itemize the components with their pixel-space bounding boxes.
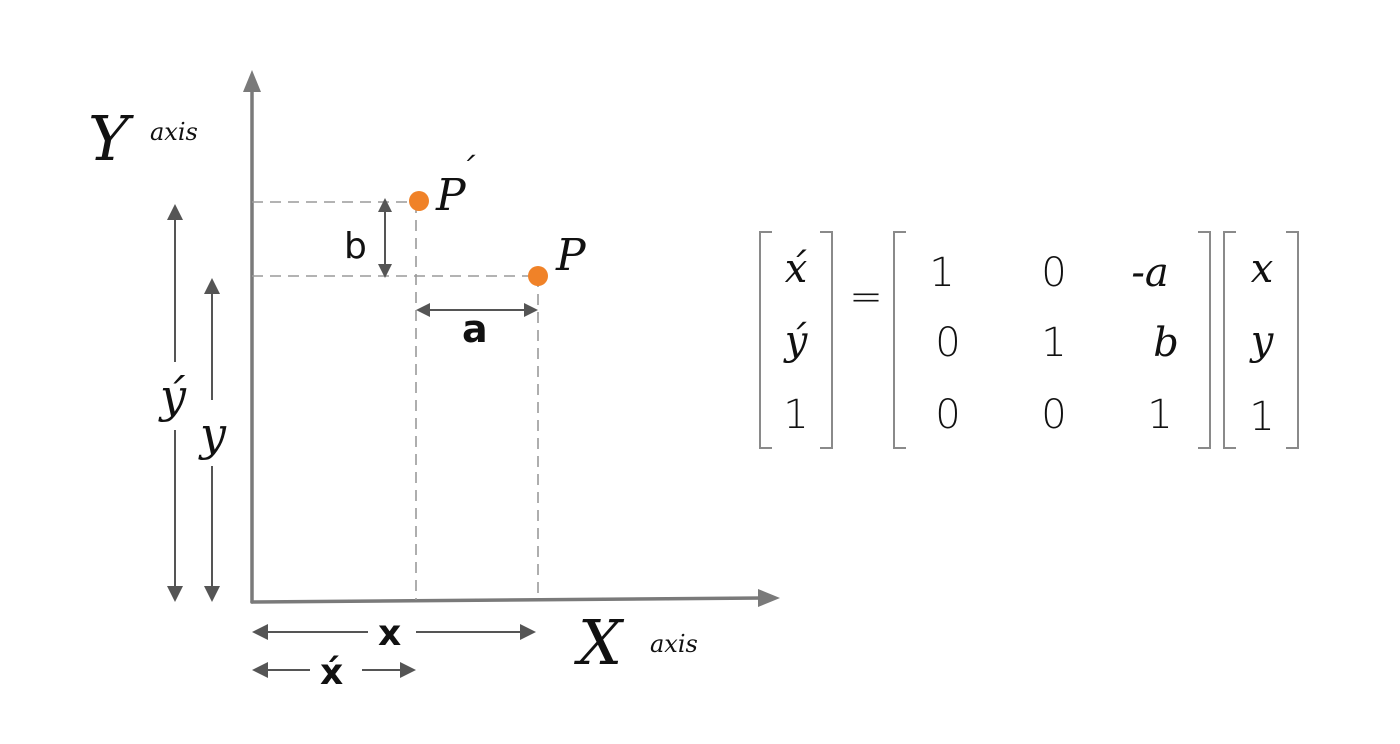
lhs-cell-0: x́ [785, 246, 808, 292]
dimension-x-prime: x́ [252, 648, 416, 696]
point-p-prime-mark: ´ [458, 151, 476, 191]
matrix-cell-2-2: 1 [1147, 392, 1172, 438]
matrix-cell-1-1: 1 [1041, 320, 1066, 366]
guide-lines [252, 201, 539, 600]
matrix-left-bracket [893, 231, 906, 449]
lhs-left-bracket [759, 231, 772, 449]
x-axis-letter: X [574, 606, 625, 679]
matrix-cell-2-1: 0 [1041, 392, 1066, 438]
dimension-a: a [416, 303, 538, 351]
dimension-a-label: a [462, 307, 488, 351]
dimension-b: b [344, 198, 392, 278]
point-p-prime-label: P [435, 170, 467, 221]
y-axis-word: axis [150, 118, 198, 146]
translation-matrix: 1 0 -a 0 1 b 0 0 1 [893, 231, 1211, 449]
rhs-right-bracket [1286, 231, 1299, 449]
dimension-y-label: y [198, 407, 227, 461]
coordinate-axes [243, 70, 780, 607]
lhs-cell-1: ý [783, 318, 809, 364]
lhs-vector: x́ ý 1 [759, 231, 833, 449]
point-p-prime-marker [409, 191, 429, 211]
translation-equation: x́ ý 1 = 1 0 -a 0 1 b 0 0 1 x y 1 [759, 231, 1299, 449]
dimension-y: y [196, 278, 230, 602]
dimension-y-prime: ý [158, 204, 192, 602]
dimension-b-label: b [344, 226, 367, 267]
rhs-left-bracket [1223, 231, 1236, 449]
y-axis-letter: Y [88, 102, 134, 175]
matrix-cell-1-2: b [1153, 320, 1179, 366]
x-axis-arrow-icon [758, 589, 780, 607]
dimension-x-label: x [378, 613, 401, 654]
matrix-cell-0-1: 0 [1041, 250, 1066, 296]
y-axis-arrow-icon [243, 70, 261, 92]
matrix-cell-2-0: 0 [935, 392, 960, 438]
equals-sign: = [849, 274, 883, 320]
point-p-marker [528, 266, 548, 286]
dimension-y-prime-label: ý [158, 369, 187, 423]
lhs-cell-2: 1 [783, 392, 808, 438]
x-axis-line [250, 596, 766, 604]
matrix-cell-0-2: -a [1131, 250, 1168, 296]
dimension-x-prime-label: x́ [320, 652, 343, 693]
x-axis-word: axis [650, 630, 698, 658]
rhs-vector: x y 1 [1223, 231, 1299, 449]
rhs-cell-2: 1 [1249, 394, 1274, 440]
dimension-x: x [252, 612, 536, 654]
lhs-right-bracket [820, 231, 833, 449]
matrix-cell-0-0: 1 [929, 250, 954, 296]
matrix-right-bracket [1198, 231, 1211, 449]
rhs-cell-0: x [1251, 246, 1274, 292]
matrix-cell-1-0: 0 [935, 320, 960, 366]
point-p-label: P [555, 230, 587, 281]
rhs-cell-1: y [1249, 318, 1275, 364]
